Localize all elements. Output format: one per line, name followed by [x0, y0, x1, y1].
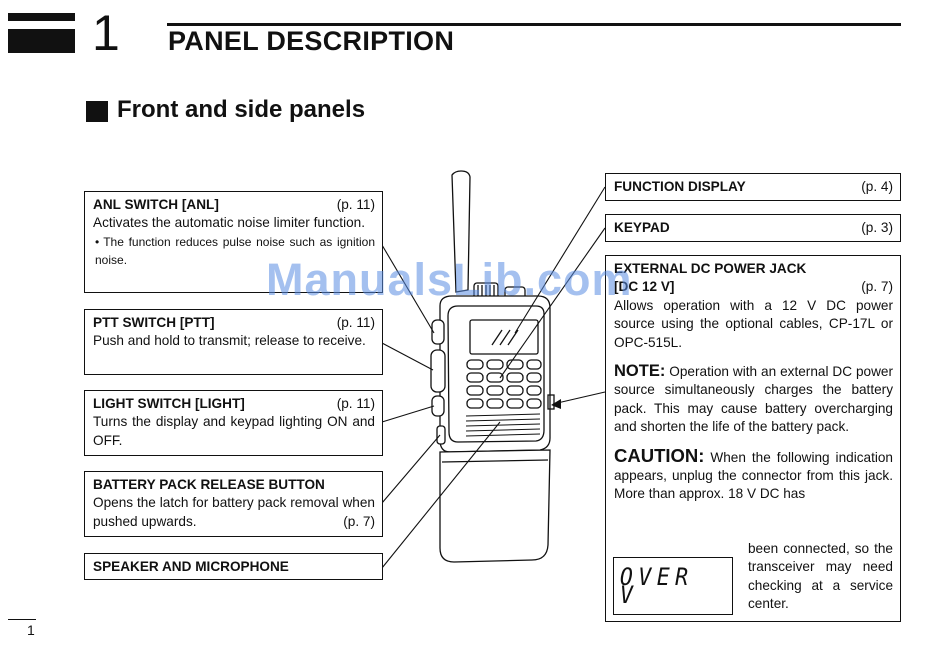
page-title: PANEL DESCRIPTION [168, 26, 455, 56]
ptt-switch-box: PTT SWITCH [PTT] (p. 11) Push and hold to… [84, 309, 383, 375]
battery-title: BATTERY PACK RELEASE BUTTON [93, 477, 325, 492]
caution-text: When the following indication appears, u… [614, 449, 893, 502]
battery-page-ref: (p. 7) [343, 513, 375, 529]
dc-jack-title: EXTERNAL DC POWER JACK [614, 261, 807, 276]
footer-rule [8, 619, 36, 620]
note-paragraph: NOTE: Operation with an external DC powe… [614, 362, 893, 437]
caution-label: CAUTION: [614, 444, 705, 466]
function-display-title: FUNCTION DISPLAY [614, 179, 746, 194]
caution-paragraph: CAUTION: When the following indication a… [614, 444, 893, 504]
ptt-desc: Push and hold to transmit; release to re… [93, 333, 366, 349]
dc-jack-subtitle: [DC 12 V] [614, 279, 675, 295]
keypad-box: KEYPAD (p. 3) [605, 214, 901, 242]
ptt-page-ref: (p. 11) [336, 315, 375, 330]
battery-desc-block: Opens the latch for battery pack removal… [93, 494, 375, 531]
page-number: 1 [27, 622, 35, 638]
dc-power-jack-box: EXTERNAL DC POWER JACK [DC 12 V] (p. 7) A… [605, 255, 901, 622]
note-label: NOTE: [614, 362, 666, 381]
lcd-text: OVER V [619, 562, 694, 609]
anl-desc: Activates the automatic noise limiter fu… [93, 215, 366, 231]
battery-desc: Opens the latch for battery pack removal… [93, 495, 375, 529]
light-switch-box: LIGHT SWITCH [LIGHT] (p. 11) Turns the di… [84, 390, 383, 456]
anl-bullet-text: The function reduces pulse noise such as… [95, 234, 375, 268]
bullet-icon: • [95, 234, 100, 249]
section-title: Front and side panels [117, 96, 366, 123]
dc-jack-desc: Allows operation with a 12 V DC power so… [614, 297, 893, 350]
dc-jack-page-ref: (p. 7) [861, 279, 893, 295]
battery-release-box: BATTERY PACK RELEASE BUTTON Opens the la… [84, 471, 383, 537]
title-rule [167, 23, 901, 26]
keypad-title: KEYPAD [614, 220, 670, 235]
light-desc: Turns the display and keypad lighting ON… [93, 414, 375, 448]
anl-bullet: •The function reduces pulse noise such a… [93, 233, 375, 270]
keypad-page-ref: (p. 3) [861, 220, 893, 235]
ptt-title: PTT SWITCH [PTT] [93, 315, 215, 330]
chapter-bar-top [8, 13, 75, 21]
light-page-ref: (p. 11) [336, 396, 375, 411]
function-display-box: FUNCTION DISPLAY (p. 4) [605, 173, 901, 201]
over-voltage-lcd: OVER V [613, 557, 733, 615]
chapter-number: 1 [92, 5, 120, 61]
speaker-title: SPEAKER AND MICROPHONE [93, 559, 289, 574]
speaker-microphone-box: SPEAKER AND MICROPHONE [84, 553, 383, 580]
anl-title: ANL SWITCH [ANL] [93, 197, 219, 212]
function-display-page-ref: (p. 4) [861, 179, 893, 194]
section-square-icon [86, 101, 108, 122]
anl-page-ref: (p. 11) [336, 197, 375, 212]
anl-switch-box: ANL SWITCH [ANL] (p. 11) Activates the au… [84, 191, 383, 293]
light-title: LIGHT SWITCH [LIGHT] [93, 396, 245, 411]
note-text: Operation with an external DC power sour… [614, 364, 894, 435]
chapter-bar-bottom [8, 29, 75, 53]
caution-text-continued: been connected, so the transceiver may n… [748, 541, 893, 612]
